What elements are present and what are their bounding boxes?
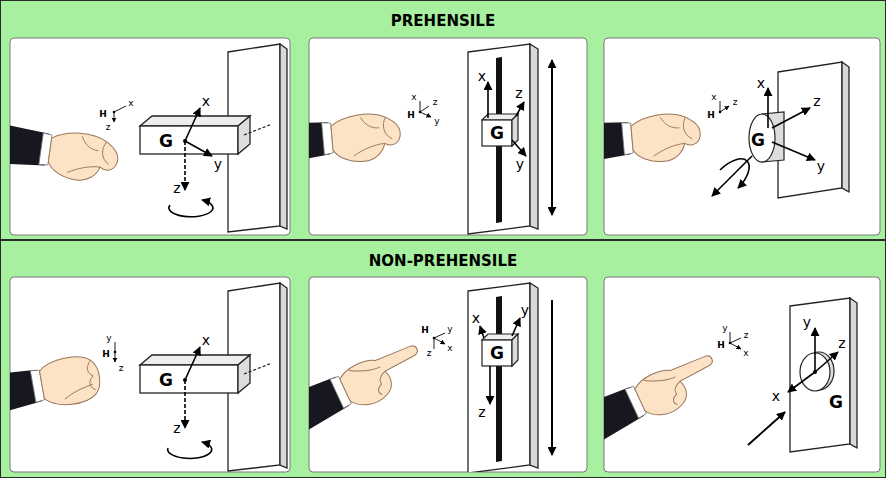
hand-frame-origin: H bbox=[707, 111, 715, 120]
object-axis-label: x bbox=[202, 94, 210, 108]
hand-frame-origin: H bbox=[407, 111, 415, 120]
slider-push-figure bbox=[309, 283, 552, 472]
object-frame-origin: G bbox=[490, 125, 504, 142]
band-ground bbox=[0, 0, 886, 240]
object-frame-origin: G bbox=[751, 132, 765, 149]
object-axis-label: y bbox=[803, 315, 811, 329]
hand-axis-label: x bbox=[711, 93, 716, 102]
object-axis-label: y bbox=[521, 303, 529, 317]
object-axis-label: z bbox=[838, 336, 845, 350]
band-heading: PREHENSILE bbox=[391, 11, 495, 31]
hand-axis-label: y bbox=[106, 334, 111, 343]
lever-grasp-figure bbox=[10, 44, 287, 232]
hand-axis-label: x bbox=[447, 344, 452, 353]
hand-axis-label: y bbox=[447, 325, 452, 334]
object-axis-label: z bbox=[515, 86, 522, 100]
hand-frame-origin: H bbox=[717, 341, 725, 350]
hand-axis-label: z bbox=[733, 98, 738, 107]
hand-axis-label: z bbox=[433, 98, 438, 107]
object-frame-origin: G bbox=[159, 133, 173, 150]
object-axis-label: x bbox=[472, 311, 480, 325]
object-axis-label: z bbox=[173, 421, 180, 435]
hand-axis-label: y bbox=[434, 117, 439, 126]
band-ground bbox=[0, 240, 886, 478]
button-push-figure bbox=[604, 298, 857, 454]
category-band: NON-PREHENSILE bbox=[0, 240, 886, 478]
hand-axis-label: x bbox=[128, 99, 133, 108]
knob-grasp-figure bbox=[604, 62, 849, 198]
object-axis-label: x bbox=[478, 69, 486, 83]
object-frame-origin: G bbox=[829, 394, 843, 411]
object-axis-label: x bbox=[202, 333, 210, 347]
hand-axis-label: z bbox=[427, 349, 432, 358]
object-axis-label: z bbox=[813, 94, 820, 108]
category-band: PREHENSILE bbox=[0, 0, 886, 240]
object-frame-origin: G bbox=[159, 372, 173, 389]
object-axis-label: x bbox=[772, 389, 780, 403]
object-axis-label: z bbox=[478, 405, 485, 419]
hand-frame-origin: H bbox=[421, 326, 429, 335]
band-heading: NON-PREHENSILE bbox=[369, 251, 517, 271]
hand-frame-origin: H bbox=[99, 110, 107, 119]
object-axis-label: y bbox=[516, 157, 524, 171]
lever-push-figure bbox=[10, 283, 287, 471]
hand-axis-label: y bbox=[722, 324, 727, 333]
hand-axis-label: z bbox=[119, 364, 124, 373]
hand-axis-label: x bbox=[411, 93, 416, 102]
object-axis-label: y bbox=[817, 159, 825, 173]
object-frame-origin: G bbox=[490, 345, 504, 362]
object-axis-label: x bbox=[757, 76, 765, 90]
hand-frame-origin: H bbox=[102, 350, 110, 359]
hand-axis-label: x bbox=[743, 349, 748, 358]
hand-axis-label: z bbox=[744, 331, 749, 340]
object-axis-label: z bbox=[173, 181, 180, 195]
slider-grasp-figure bbox=[309, 44, 552, 234]
object-axis-label: y bbox=[214, 157, 222, 171]
hand-axis-label: z bbox=[106, 123, 111, 132]
panels bbox=[10, 38, 880, 472]
